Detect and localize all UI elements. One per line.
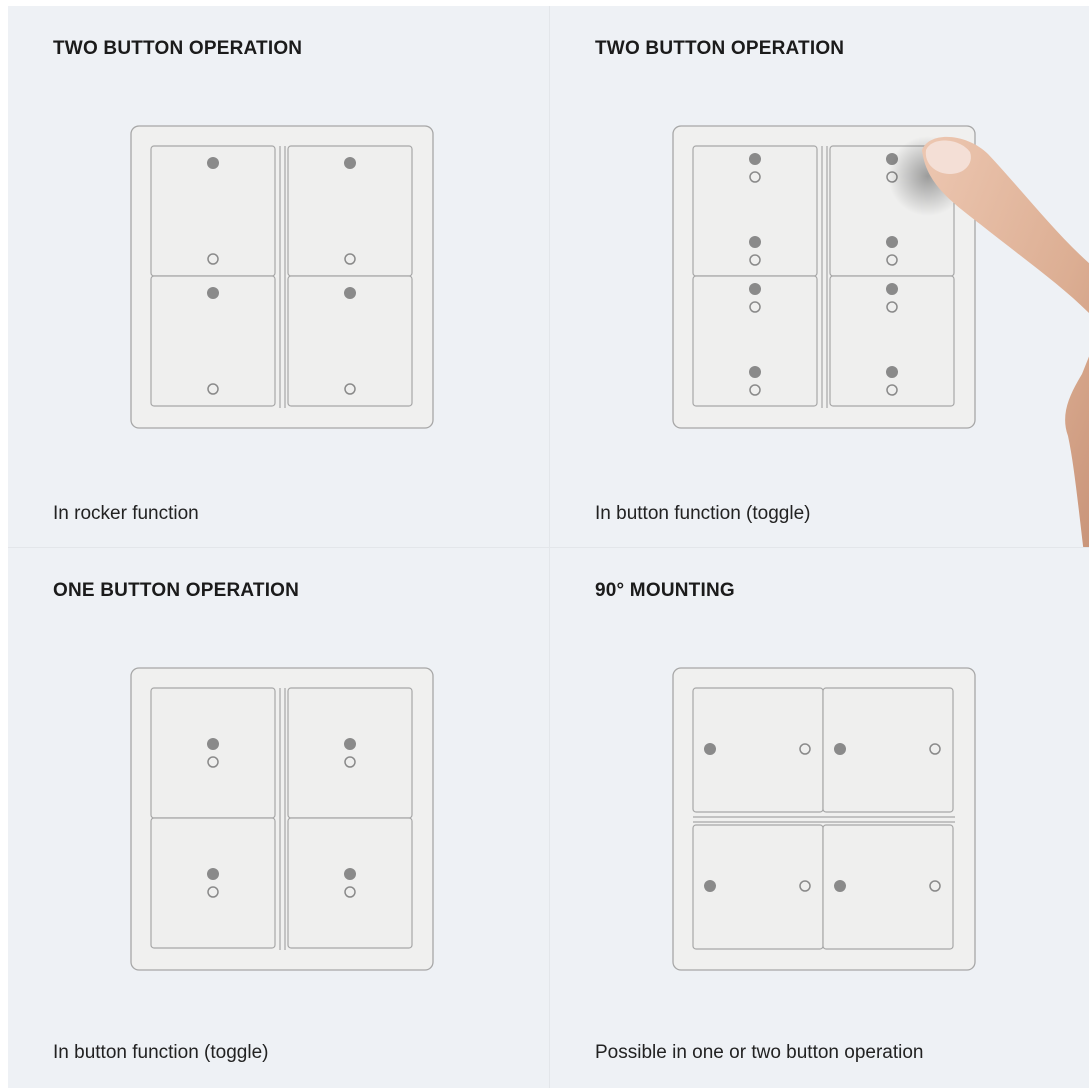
panel-toggle: TWO BUTTON OPERATION — [550, 6, 1089, 548]
switch-diagram-icon — [672, 667, 976, 971]
panel-title: ONE BUTTON OPERATION — [53, 580, 299, 602]
panel-rocker: TWO BUTTON OPERATION In rocker function — [8, 6, 550, 548]
switch-diagram-icon — [130, 125, 434, 429]
finger-pointer-icon — [870, 124, 1089, 548]
panel-single: ONE BUTTON OPERATION In button function … — [8, 548, 550, 1088]
panel-title: 90° MOUNTING — [595, 580, 735, 602]
panel-title: TWO BUTTON OPERATION — [595, 38, 844, 60]
switch-diagram-icon — [130, 667, 434, 971]
panel-caption: In button function (toggle) — [53, 1042, 268, 1064]
panel-caption: In button function (toggle) — [595, 503, 810, 525]
panel-caption: In rocker function — [53, 503, 199, 525]
panel-grid: TWO BUTTON OPERATION In rocker function … — [8, 6, 1089, 1088]
panel-caption: Possible in one or two button operation — [595, 1042, 924, 1064]
panel-rotated: 90° MOUNTING Possible in one or two butt… — [550, 548, 1089, 1088]
panel-title: TWO BUTTON OPERATION — [53, 38, 302, 60]
